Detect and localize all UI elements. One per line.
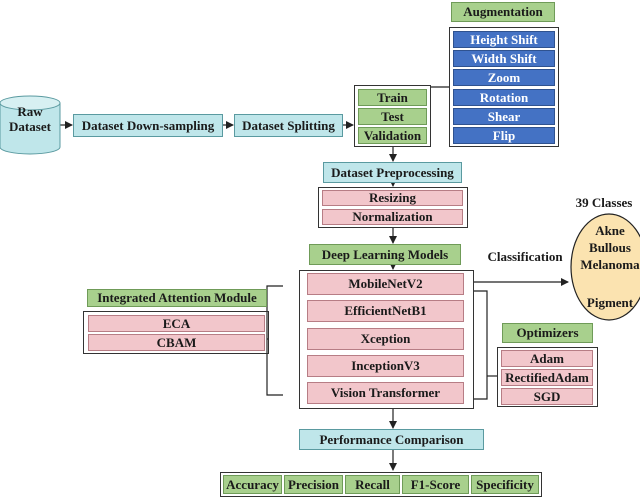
- downsampling-box: Dataset Down-sampling: [73, 114, 223, 137]
- class-pigment: Pigment: [586, 295, 634, 310]
- model-xception: Xception: [307, 328, 464, 350]
- preproc-resizing: Resizing: [322, 190, 463, 206]
- bracket-attention-to-models: [266, 285, 283, 396]
- bracket-optimizers-to-models: [474, 290, 488, 400]
- split-test: Test: [358, 108, 427, 125]
- models-title: Deep Learning Models: [309, 244, 461, 265]
- attention-title: Integrated Attention Module: [87, 289, 267, 307]
- splitting-box: Dataset Splitting: [234, 114, 343, 137]
- split-group-frame: [354, 85, 431, 147]
- preprocessing-title: Dataset Preprocessing: [323, 162, 462, 183]
- metric-f1-score: F1-Score: [402, 475, 469, 494]
- model-inceptionv3: InceptionV3: [307, 355, 464, 377]
- raw-dataset-line1: Raw: [17, 104, 43, 119]
- classification-label: Classification: [487, 249, 563, 264]
- preprocessing-frame: [318, 187, 468, 228]
- optimizer-rectifiedadam: RectifiedAdam: [501, 369, 593, 386]
- performance-title: Performance Comparison: [299, 429, 484, 450]
- aug-shear: Shear: [453, 108, 555, 125]
- aug-flip: Flip: [453, 127, 555, 144]
- raw-dataset-label: Raw Dataset: [0, 104, 60, 134]
- augmentation-frame: [449, 27, 559, 147]
- model-mobilenetv2: MobileNetV2: [307, 273, 464, 295]
- class-melanoma: Melanoma: [580, 257, 640, 272]
- aug-width-shift: Width Shift: [453, 50, 555, 67]
- attention-cbam: CBAM: [88, 334, 265, 351]
- optimizer-sgd: SGD: [501, 388, 593, 405]
- class-bullous: Bullous: [589, 240, 631, 255]
- attention-eca: ECA: [88, 315, 265, 332]
- optimizers-title: Optimizers: [502, 323, 593, 343]
- aug-height-shift: Height Shift: [453, 31, 555, 48]
- classes-ellipse: [570, 213, 640, 321]
- split-validation: Validation: [358, 127, 427, 144]
- attention-frame: [83, 311, 269, 354]
- aug-rotation: Rotation: [453, 89, 555, 106]
- class-akne: Akne: [595, 223, 625, 238]
- metric-specificity: Specificity: [471, 475, 539, 494]
- metric-accuracy: Accuracy: [223, 475, 282, 494]
- classes-title: 39 Classes: [575, 195, 633, 210]
- model-efficientnetb1: EfficientNetB1: [307, 300, 464, 322]
- models-frame: [299, 270, 474, 409]
- optimizers-frame: [497, 347, 598, 407]
- raw-dataset-line2: Dataset: [9, 119, 51, 134]
- preproc-normalization: Normalization: [322, 209, 463, 225]
- aug-zoom: Zoom: [453, 69, 555, 86]
- raw-dataset-cylinder: [0, 95, 61, 155]
- augmentation-title: Augmentation: [451, 2, 555, 22]
- metric-recall: Recall: [345, 475, 400, 494]
- optimizer-adam: Adam: [501, 350, 593, 367]
- model-vision-transformer: Vision Transformer: [307, 382, 464, 404]
- metric-precision: Precision: [284, 475, 343, 494]
- split-train: Train: [358, 89, 427, 106]
